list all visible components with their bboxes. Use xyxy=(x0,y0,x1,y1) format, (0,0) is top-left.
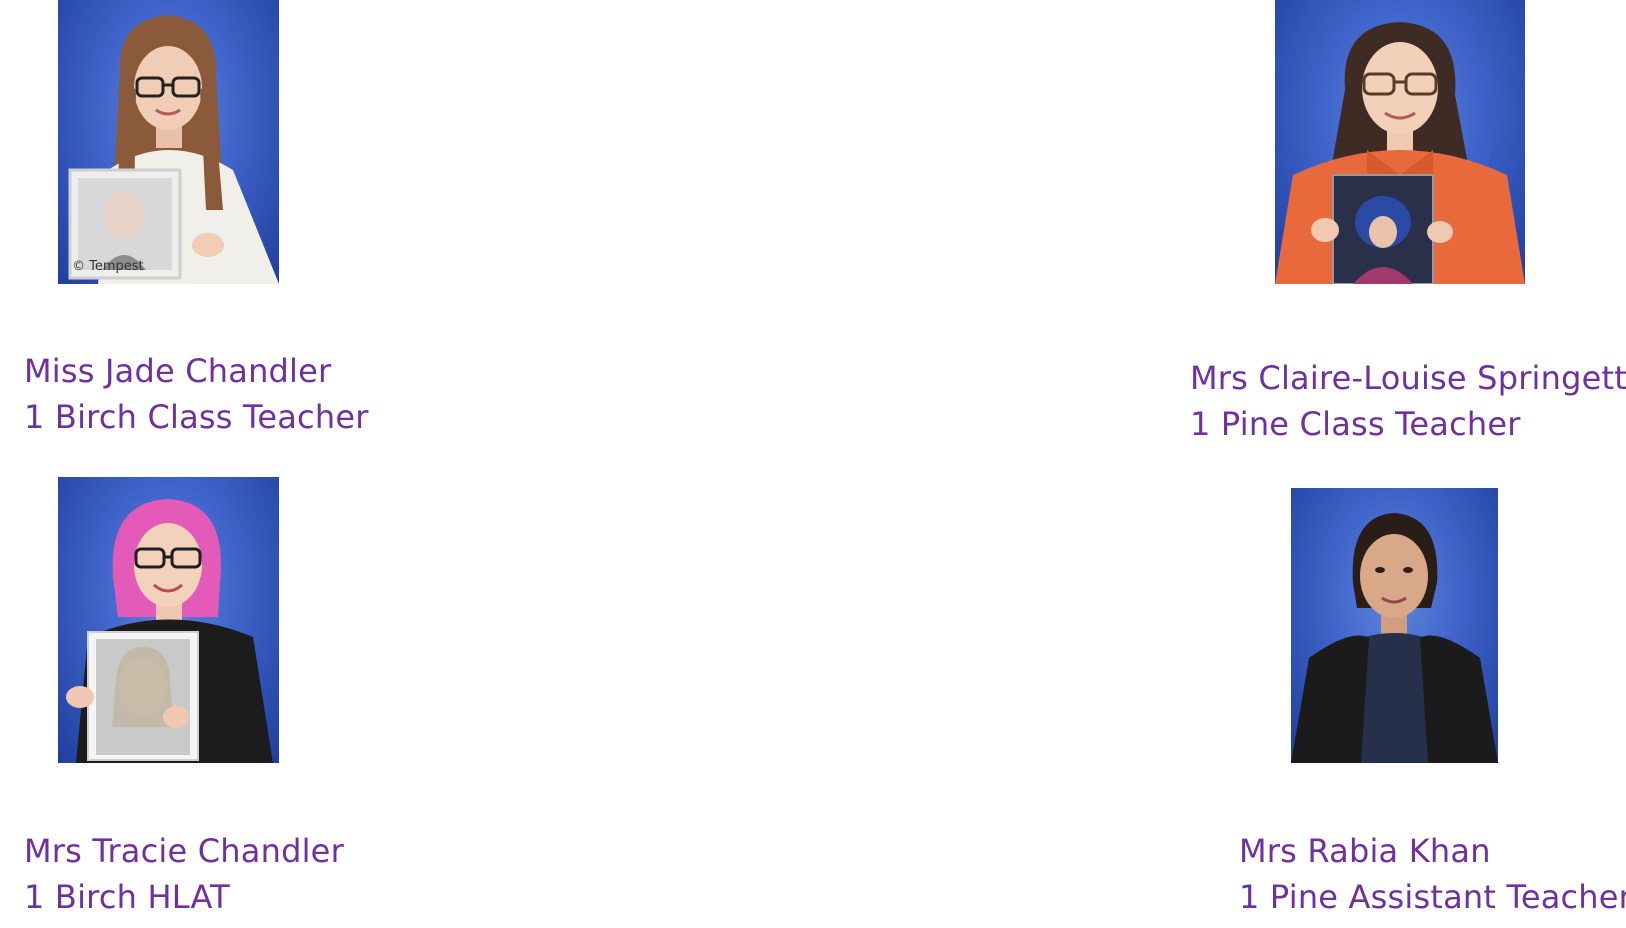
staff-caption: Mrs Rabia Khan 1 Pine Assistant Teacher xyxy=(1239,828,1626,920)
staff-role: 1 Birch HLAT xyxy=(24,878,230,916)
staff-photo xyxy=(1275,0,1525,284)
staff-role: 1 Birch Class Teacher xyxy=(24,398,369,436)
staff-caption: Mrs Tracie Chandler 1 Birch HLAT xyxy=(24,828,344,920)
staff-role: 1 Pine Assistant Teacher xyxy=(1239,878,1626,916)
staff-name: Mrs Rabia Khan xyxy=(1239,832,1491,870)
staff-name: Miss Jade Chandler xyxy=(24,352,332,390)
photo-watermark: © Tempest xyxy=(72,259,144,274)
staff-caption: Miss Jade Chandler 1 Birch Class Teacher xyxy=(24,348,369,440)
staff-name: Mrs Tracie Chandler xyxy=(24,832,344,870)
staff-photo xyxy=(1291,488,1498,763)
staff-photo: © Tempest xyxy=(58,0,279,284)
staff-photo xyxy=(58,477,279,763)
staff-caption: Mrs Claire-Louise Springett 1 Pine Class… xyxy=(1190,355,1626,447)
staff-role: 1 Pine Class Teacher xyxy=(1190,405,1521,443)
staff-name: Mrs Claire-Louise Springett xyxy=(1190,359,1626,397)
